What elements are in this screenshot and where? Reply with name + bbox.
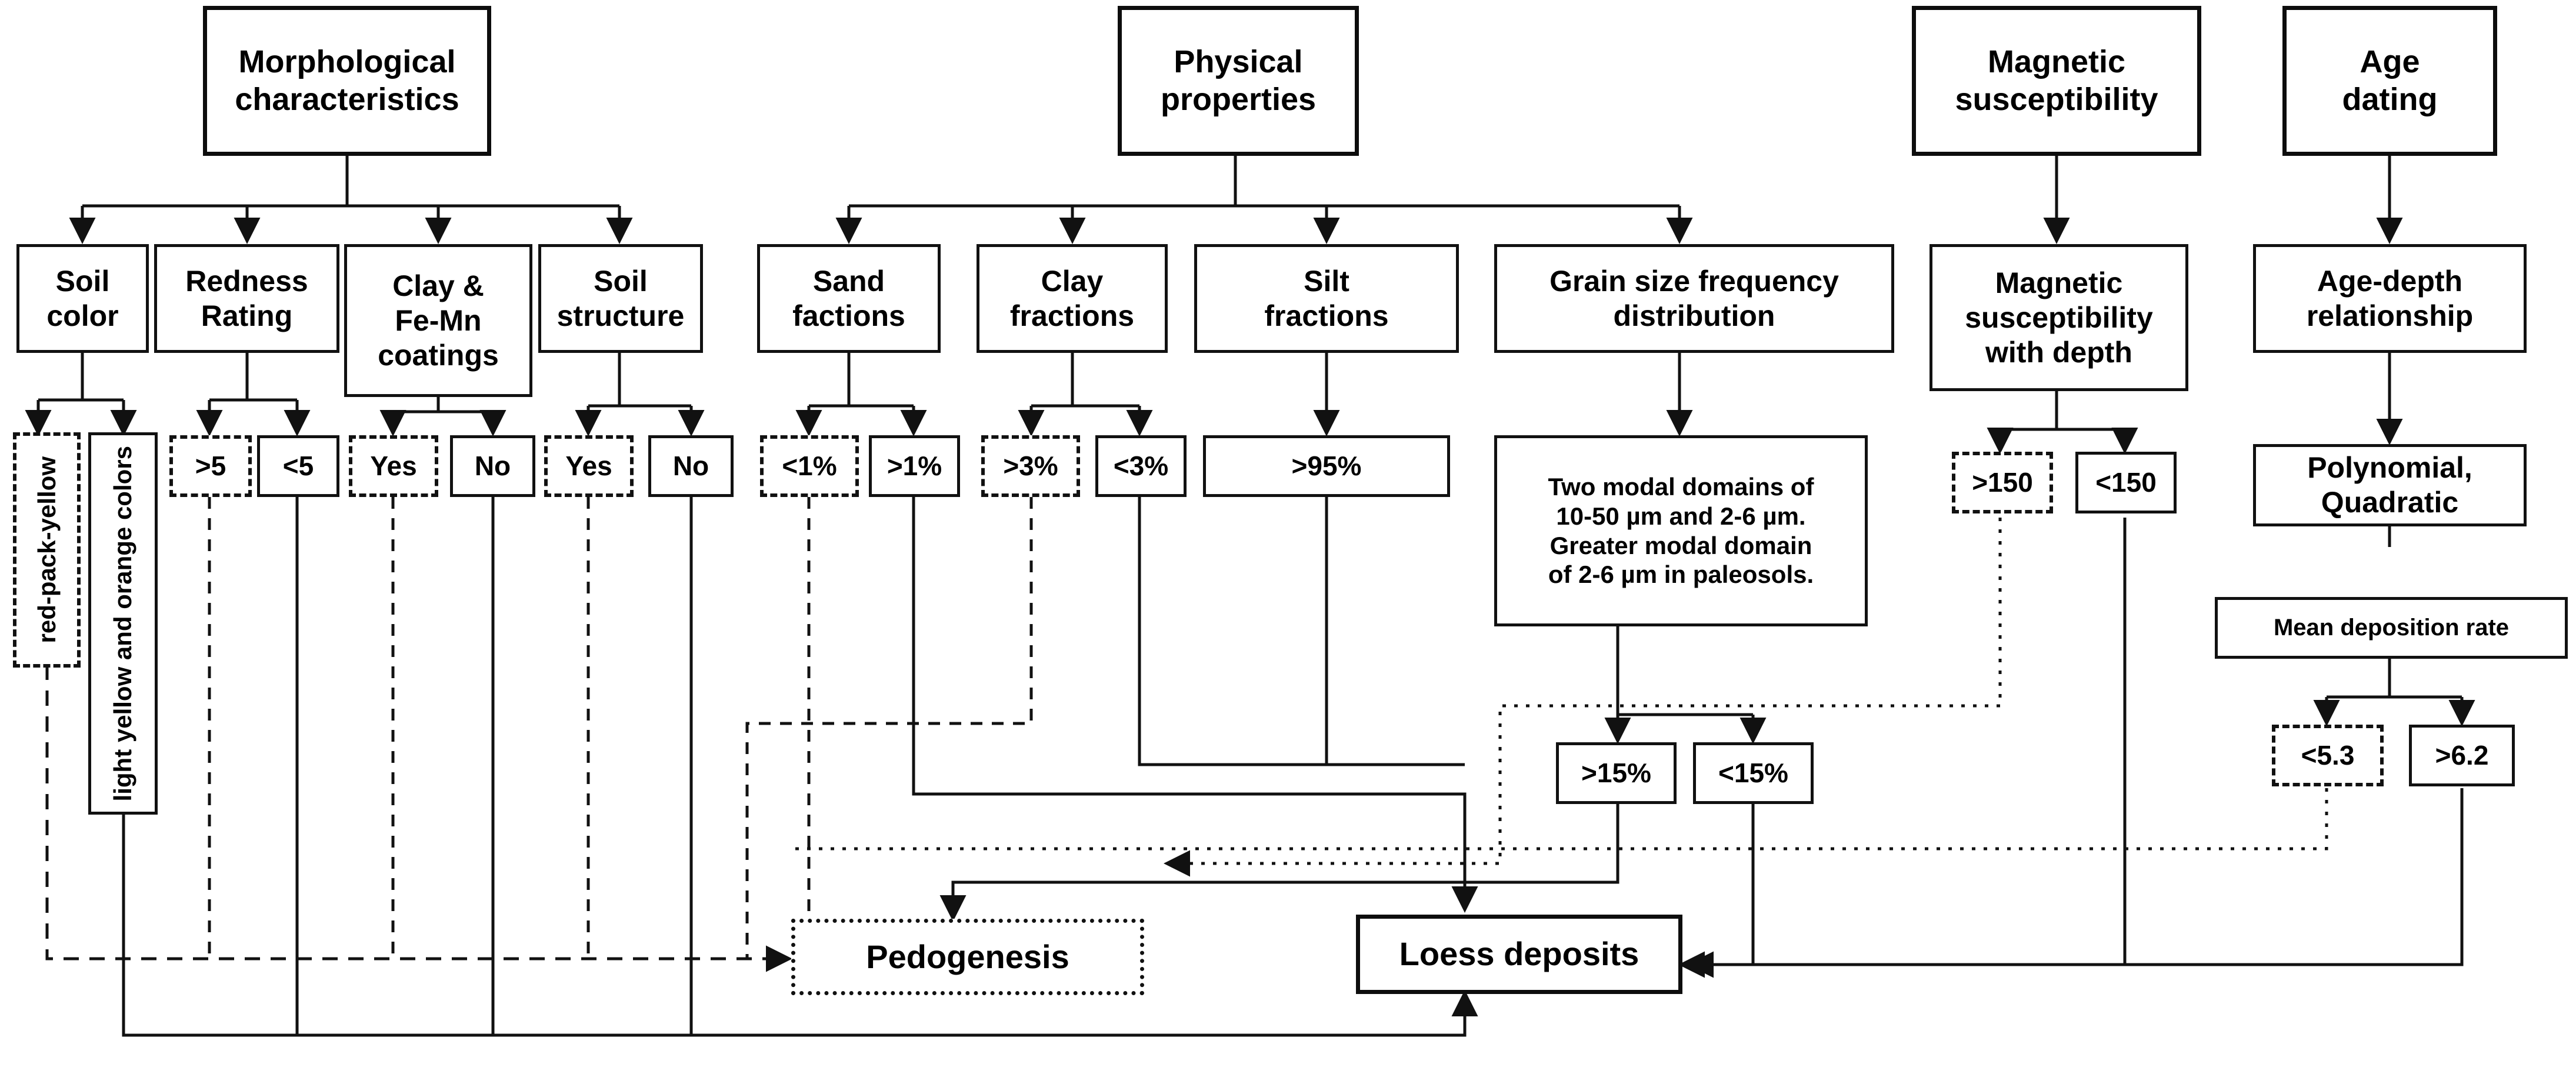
criterion-grain-size-frequency[interactable]: Grain size frequency distribution (1494, 244, 1894, 353)
header-age-line1: Age (2360, 44, 2420, 79)
header-physical-line1: Physical (1174, 44, 1303, 79)
value-rate-gt62[interactable]: >6.2 (2409, 725, 2515, 786)
two-modal-line2: 10-50 µm and 2-6 µm. (1556, 502, 1806, 530)
value-clay-gt3[interactable]: >3% (981, 435, 1080, 497)
value-clay-gt15-label: >15% (1581, 758, 1651, 789)
criterion-redness-rating[interactable]: Redness Rating (154, 244, 339, 353)
header-magnetic[interactable]: Magnetic susceptibility (1912, 6, 2201, 156)
value-ms-lt150[interactable]: <150 (2075, 452, 2177, 513)
value-structure-no[interactable]: No (648, 435, 734, 497)
criterion-sand-line1: Sand (812, 264, 885, 298)
criterion-coatings-line3: coatings (378, 338, 499, 372)
criterion-agedepth-line2: relationship (2306, 299, 2474, 332)
value-rate-lt53-label: <5.3 (2301, 740, 2355, 771)
criterion-structure-line1: Soil (594, 264, 648, 298)
criterion-soil-color-line1: Soil (55, 264, 110, 298)
criterion-clay-femn-coatings[interactable]: Clay & Fe-Mn coatings (344, 244, 532, 397)
value-redness-lt5[interactable]: <5 (257, 435, 339, 497)
value-redness-gt5[interactable]: >5 (169, 435, 252, 497)
value-mean-deposition-rate[interactable]: Mean deposition rate (2215, 597, 2568, 659)
criterion-age-depth-relationship[interactable]: Age-depth relationship (2253, 244, 2527, 353)
outcome-loess-deposits-label: Loess deposits (1399, 935, 1639, 973)
criterion-silt-fractions[interactable]: Silt fractions (1194, 244, 1459, 353)
poly-line2: Quadratic (2321, 486, 2459, 519)
header-physical-line2: properties (1160, 81, 1317, 117)
header-morphological-line2: characteristics (235, 81, 459, 117)
two-modal-line4: of 2-6 µm in paleosols. (1548, 561, 1814, 589)
criterion-clayfr-line1: Clay (1041, 264, 1104, 298)
criterion-coatings-line1: Clay & (392, 269, 484, 302)
value-clay-lt3-label: <3% (1113, 451, 1169, 482)
criterion-structure-line2: structure (556, 299, 685, 332)
value-ms-gt150-label: >150 (1972, 467, 2033, 498)
header-morphological-line1: Morphological (238, 44, 456, 79)
value-structure-yes-label: Yes (565, 451, 612, 482)
outcome-loess-deposits[interactable]: Loess deposits (1356, 915, 1682, 994)
value-redness-gt5-label: >5 (195, 451, 226, 482)
header-morphological[interactable]: Morphological characteristics (203, 6, 491, 156)
value-structure-no-label: No (672, 451, 709, 482)
value-coatings-yes-label: Yes (370, 451, 417, 482)
header-magnetic-line1: Magnetic (1987, 44, 2126, 79)
value-coatings-yes[interactable]: Yes (349, 435, 438, 497)
criterion-msd-line2: susceptibility (1965, 301, 2153, 334)
value-clay-lt3[interactable]: <3% (1095, 435, 1187, 497)
value-redness-lt5-label: <5 (282, 451, 314, 482)
criterion-grain-line2: distribution (1613, 299, 1775, 332)
value-structure-yes[interactable]: Yes (544, 435, 634, 497)
criterion-clayfr-line2: fractions (1009, 299, 1135, 332)
header-magnetic-line2: susceptibility (1955, 81, 2158, 117)
value-clay-lt15-label: <15% (1718, 758, 1788, 789)
value-clay-lt15[interactable]: <15% (1693, 742, 1814, 804)
criterion-grain-line1: Grain size frequency (1549, 264, 1839, 298)
criterion-sand-line2: factions (792, 299, 905, 332)
value-light-yellow-orange-label: light yellow and orange colors (109, 445, 137, 802)
value-sand-lt1[interactable]: <1% (760, 435, 859, 497)
value-rate-lt53[interactable]: <5.3 (2272, 725, 2384, 786)
header-age-line2: dating (2342, 81, 2438, 117)
value-sand-gt1-label: >1% (887, 451, 942, 482)
value-ms-gt150[interactable]: >150 (1952, 452, 2053, 513)
criterion-silt-line1: Silt (1304, 264, 1349, 298)
criterion-soil-structure[interactable]: Soil structure (538, 244, 703, 353)
two-modal-line3: Greater modal domain (1549, 531, 1812, 559)
value-two-modal-domains[interactable]: Two modal domains of 10-50 µm and 2-6 µm… (1494, 435, 1868, 626)
criterion-msd-line3: with depth (1985, 335, 2132, 369)
criterion-agedepth-line1: Age-depth (2317, 264, 2463, 298)
criterion-magnetic-susceptibility-with-depth[interactable]: Magnetic susceptibility with depth (1929, 244, 2188, 391)
value-red-pack-yellow[interactable]: red-pack-yellow (13, 432, 81, 668)
header-age-dating[interactable]: Age dating (2282, 6, 2497, 156)
value-red-pack-yellow-label: red-pack-yellow (32, 456, 61, 643)
header-physical[interactable]: Physical properties (1118, 6, 1359, 156)
value-light-yellow-orange[interactable]: light yellow and orange colors (88, 432, 158, 815)
outcome-pedogenesis[interactable]: Pedogenesis (791, 919, 1144, 995)
value-clay-gt3-label: >3% (1003, 451, 1058, 482)
value-silt-gt95[interactable]: >95% (1203, 435, 1450, 497)
mean-deposition-rate-label: Mean deposition rate (2273, 614, 2510, 641)
value-silt-gt95-label: >95% (1291, 451, 1362, 482)
criterion-redness-line1: Redness (185, 264, 308, 298)
value-rate-gt62-label: >6.2 (2435, 740, 2489, 771)
value-sand-gt1[interactable]: >1% (869, 435, 960, 497)
poly-line1: Polynomial, (2307, 451, 2472, 484)
value-coatings-no[interactable]: No (450, 435, 535, 497)
criterion-clay-fractions[interactable]: Clay fractions (977, 244, 1168, 353)
criterion-soil-color-line2: color (46, 299, 119, 332)
criterion-redness-line2: Rating (201, 299, 293, 332)
value-coatings-no-label: No (474, 451, 511, 482)
criterion-silt-line2: fractions (1264, 299, 1389, 332)
outcome-pedogenesis-label: Pedogenesis (866, 938, 1069, 975)
two-modal-line1: Two modal domains of (1548, 473, 1814, 501)
criterion-coatings-line2: Fe-Mn (395, 303, 482, 337)
criterion-sand-factions[interactable]: Sand factions (757, 244, 941, 353)
value-clay-gt15[interactable]: >15% (1556, 742, 1677, 804)
value-polynomial-quadratic[interactable]: Polynomial, Quadratic (2253, 444, 2527, 526)
value-ms-lt150-label: <150 (2095, 467, 2157, 498)
value-sand-lt1-label: <1% (782, 451, 837, 482)
criterion-msd-line1: Magnetic (1995, 266, 2123, 299)
criterion-soil-color[interactable]: Soil color (16, 244, 149, 353)
